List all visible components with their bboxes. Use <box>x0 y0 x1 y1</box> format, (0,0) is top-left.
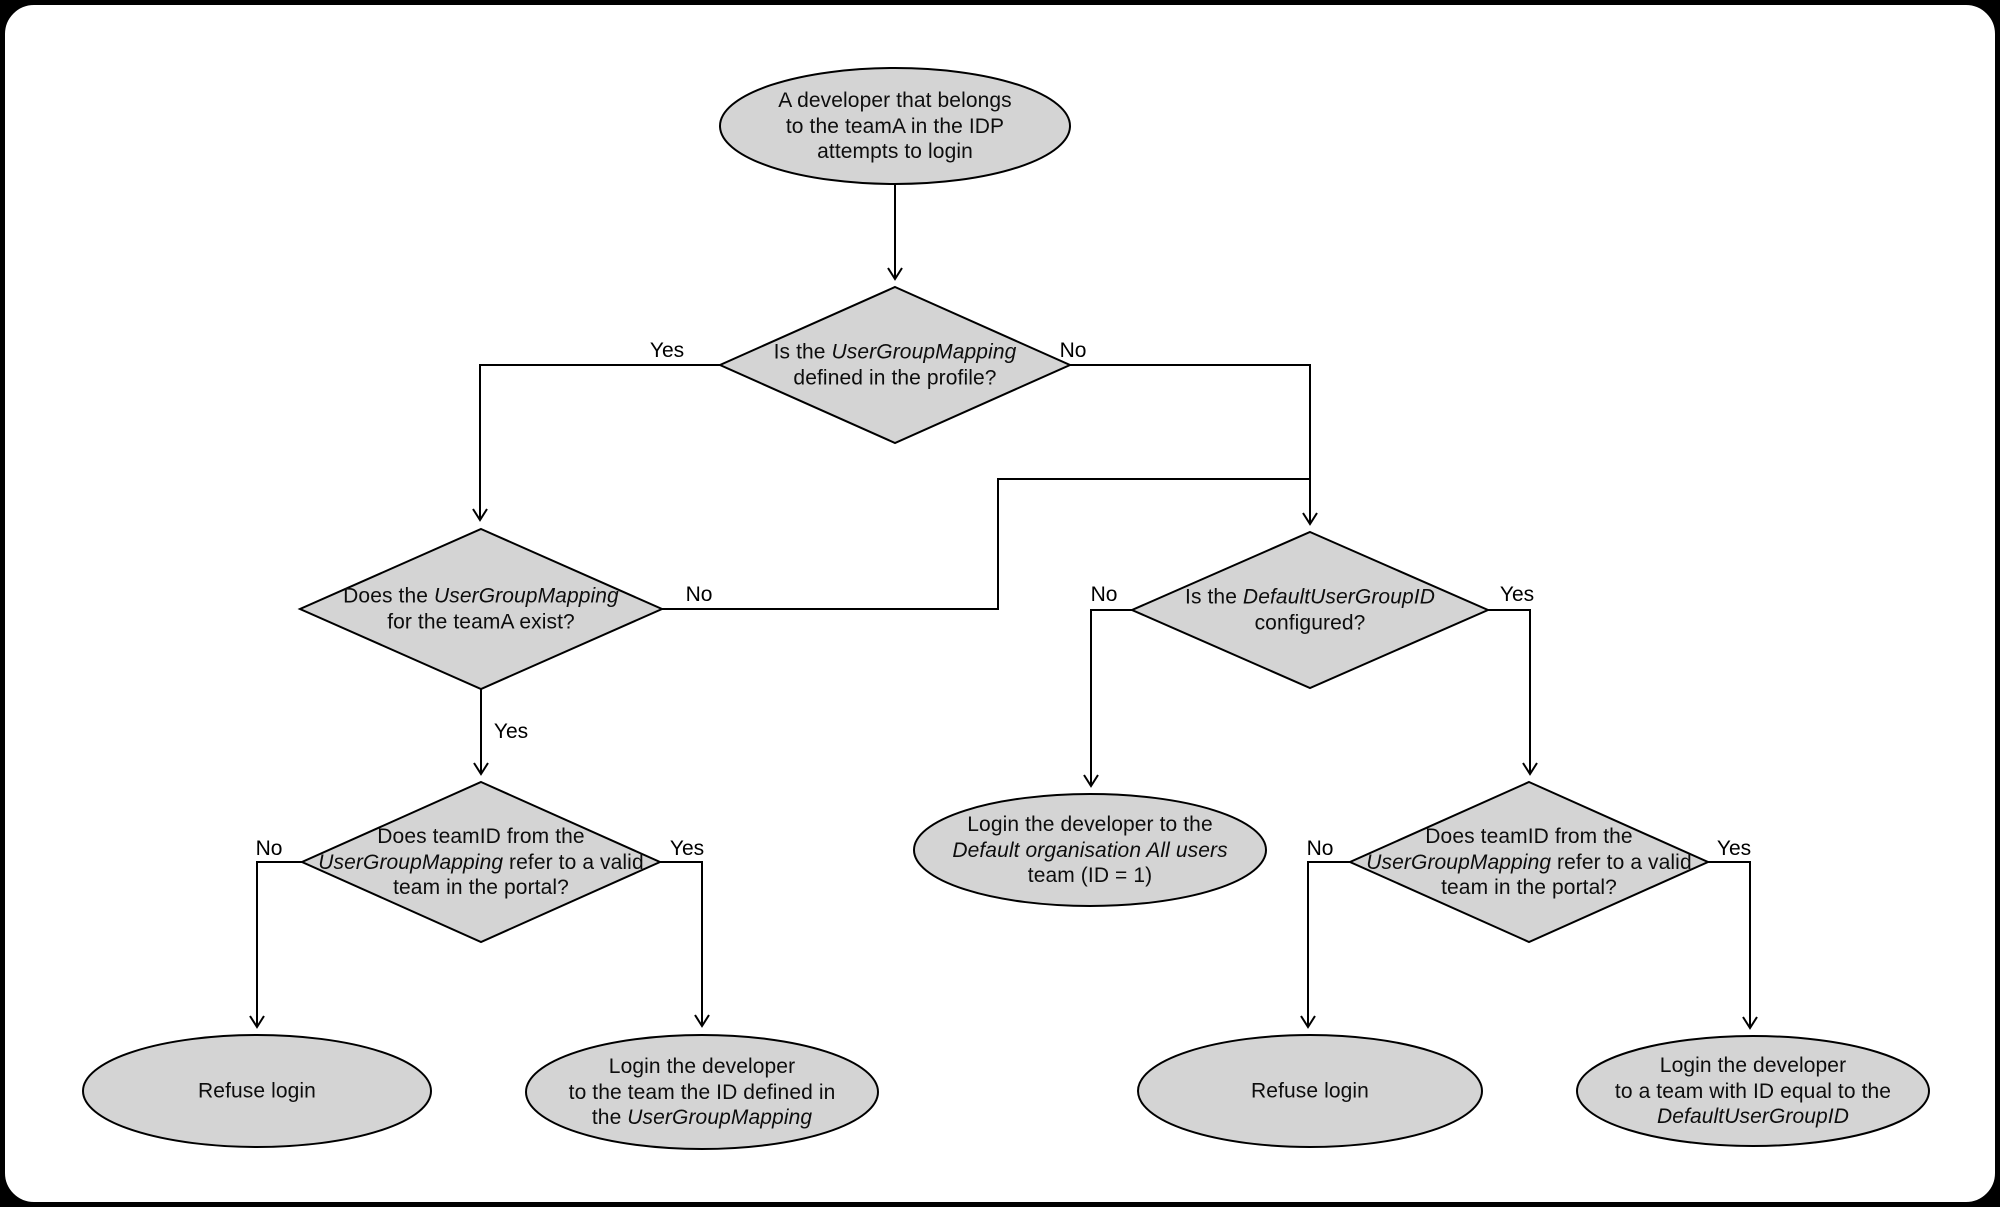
edge-label-d3-no: No <box>1090 583 1118 606</box>
edge-label-d1-no: No <box>1059 339 1087 362</box>
edge-q-teamid-left-no <box>249 861 302 1029</box>
edge-q-default-yes <box>1488 609 1538 776</box>
q-teamid-valid-right-shape <box>1347 780 1711 944</box>
edge-q-ugm-defined-no <box>1070 364 1318 526</box>
edge-label-d3-yes: Yes <box>1499 583 1535 606</box>
edge-label-d4-yes: Yes <box>669 837 705 860</box>
edge-q-teamid-right-no <box>1300 861 1350 1029</box>
start-node-shape <box>719 67 1071 185</box>
login-default-org-shape <box>913 793 1267 907</box>
edge-q-default-no <box>1083 609 1132 788</box>
login-ugm-team-shape <box>525 1034 879 1150</box>
q-ugm-defined-shape <box>717 285 1073 445</box>
refuse-left-shape <box>82 1034 432 1148</box>
refuse-left-label: Refuse login <box>198 1079 316 1103</box>
q-teamid-valid-left-shape <box>299 780 663 944</box>
edge-q-teamid-right-yes <box>1708 861 1758 1030</box>
edge-q-teamid-left-yes <box>660 861 710 1028</box>
edge-label-d1-yes: Yes <box>649 339 685 362</box>
edge-label-d4-no: No <box>255 837 283 860</box>
refuse-right-shape <box>1137 1034 1483 1148</box>
edge-q-ugm-defined-yes <box>472 364 720 522</box>
q-ugm-exists-shape <box>297 527 665 691</box>
refuse-right-label: Refuse login <box>1251 1079 1369 1103</box>
edge-q-ugm-exists-no <box>662 478 1309 610</box>
q-default-configured-shape <box>1129 530 1491 690</box>
flowchart-svg <box>82 67 1930 1150</box>
login-default-id-shape <box>1576 1035 1930 1147</box>
edge-label-d2-yes: Yes <box>493 720 529 743</box>
edge-label-d2-no: No <box>685 583 713 606</box>
edge-label-d5-yes: Yes <box>1716 837 1752 860</box>
edge-label-d5-no: No <box>1306 837 1334 860</box>
